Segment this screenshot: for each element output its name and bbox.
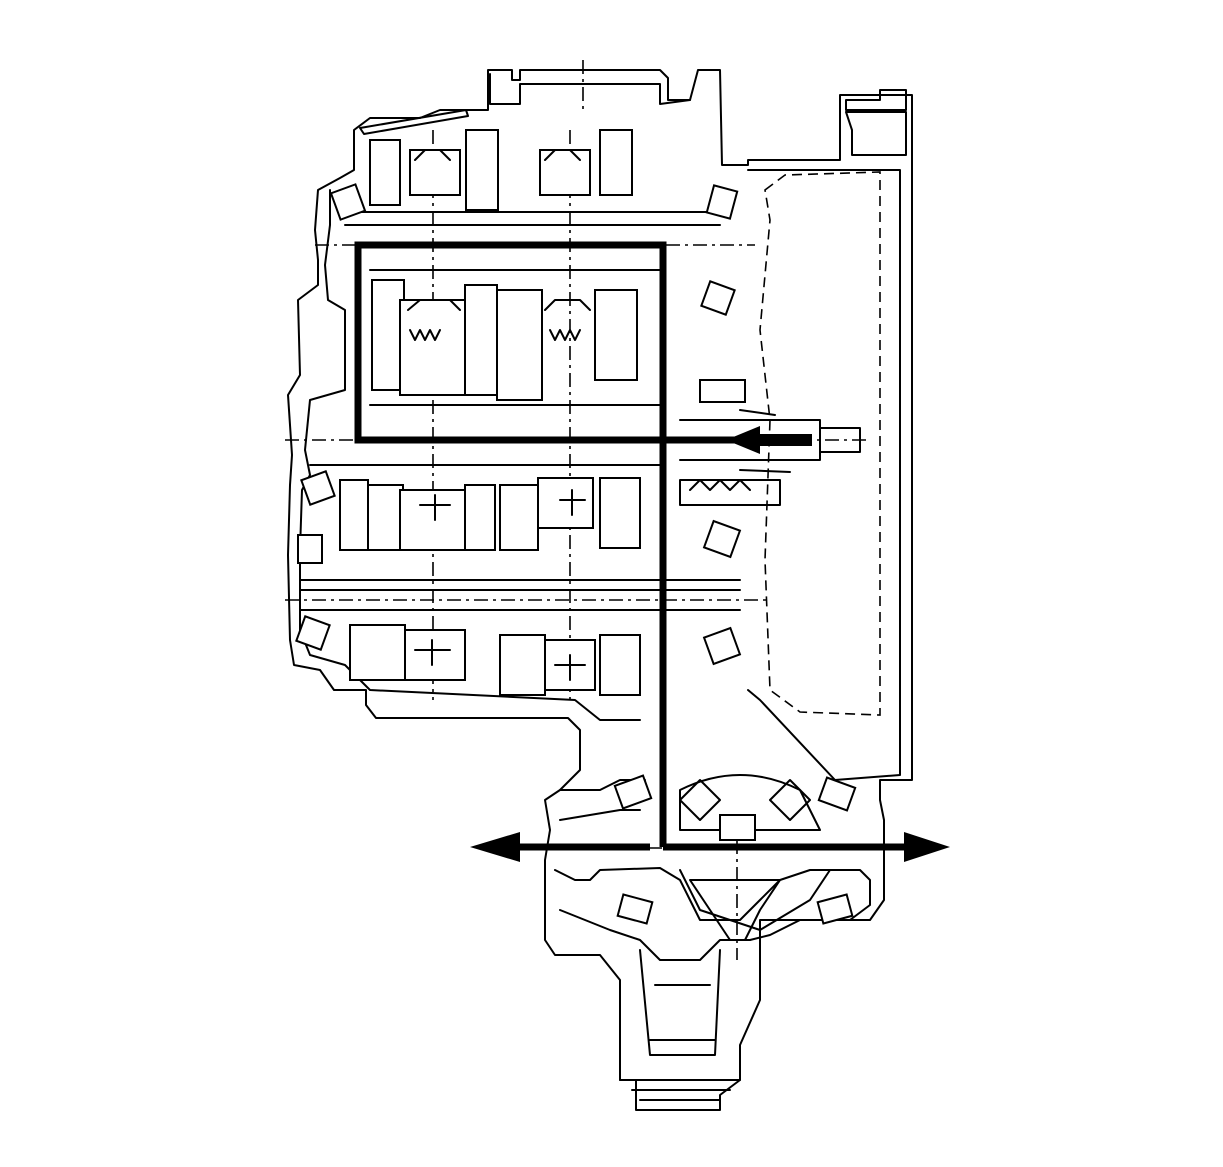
synchro-cross — [419, 489, 586, 521]
bearing — [616, 893, 654, 925]
bearing — [297, 534, 323, 564]
bearing — [816, 893, 854, 925]
gear — [367, 484, 404, 551]
gear — [371, 279, 405, 391]
gear — [404, 629, 466, 681]
bell-housing-top-ring — [845, 89, 907, 156]
torque-converter-outline — [759, 171, 881, 716]
gear — [369, 139, 401, 206]
bearing — [705, 184, 739, 220]
synchro-cross — [414, 639, 586, 681]
axle-flange — [619, 1079, 741, 1101]
bearing — [699, 379, 746, 403]
gear-teeth — [409, 329, 581, 341]
bearing — [295, 615, 331, 651]
gear — [599, 129, 633, 196]
gear — [464, 484, 496, 551]
input-gear-set — [369, 269, 861, 473]
pinion-gear — [689, 879, 781, 941]
power-flow-path — [354, 241, 950, 862]
output-gear-set — [295, 464, 781, 696]
top-cover — [489, 73, 691, 105]
bearing — [702, 519, 742, 559]
side-gear — [719, 814, 756, 841]
synchro-hub — [414, 149, 581, 161]
ring-gear — [679, 779, 811, 821]
bell-housing — [747, 169, 901, 781]
power-flow-box — [354, 241, 667, 444]
bearing — [329, 183, 367, 221]
left-output-arrow — [470, 832, 520, 862]
bearing — [613, 774, 653, 810]
differential — [613, 774, 857, 941]
gear — [496, 289, 543, 401]
synchro-hub — [407, 299, 591, 311]
input-shaft — [679, 419, 861, 461]
gear — [464, 284, 498, 396]
seal — [739, 409, 791, 473]
input-arrow — [726, 426, 812, 454]
gear — [537, 477, 594, 529]
gear — [349, 624, 406, 681]
gear — [599, 477, 641, 549]
bearing — [700, 280, 736, 316]
gear — [599, 634, 641, 696]
gear — [499, 484, 539, 551]
gear — [339, 479, 369, 551]
bearing — [300, 470, 336, 506]
gear — [465, 129, 499, 211]
bearing — [702, 626, 742, 666]
transaxle-housing — [287, 69, 913, 1111]
bearing — [817, 776, 857, 812]
gear — [594, 289, 638, 381]
gear — [399, 299, 466, 396]
upper-gear-set — [329, 129, 739, 226]
parking-gear — [679, 479, 781, 506]
vent-tube — [359, 109, 469, 135]
gear — [399, 489, 466, 551]
differential-case-lower — [554, 867, 871, 961]
gear — [499, 634, 546, 696]
housing-outline — [287, 69, 913, 1111]
right-output-arrow — [904, 832, 950, 862]
final-drive-pinion-housing — [639, 949, 721, 1056]
